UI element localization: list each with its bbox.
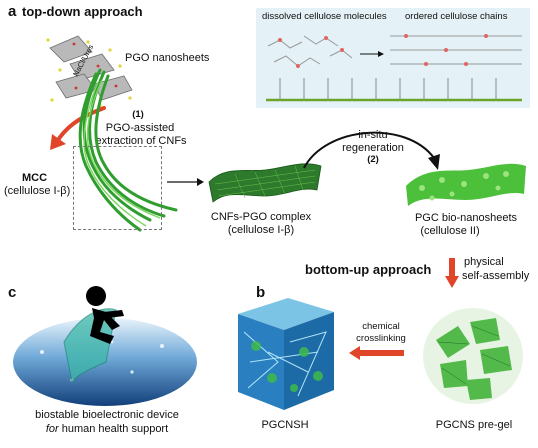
step1-number: (1) (132, 109, 144, 120)
pgc-sublabel: (cellulose II) (420, 225, 480, 237)
mcc-label: MCC (22, 172, 48, 184)
mcc-sublabel: (cellulose I-β) (4, 185, 71, 197)
step1-label-line2: extraction of CNFs (95, 135, 187, 147)
pgc-bio-nanosheets (406, 163, 526, 206)
arrow-mcc-to-complex (167, 178, 204, 186)
bottom-up-heading: bottom-up approach (305, 262, 432, 277)
panel-c-caption-line1: biostable bioelectronic device (35, 409, 179, 421)
physical-label-line1: physical (464, 256, 504, 268)
red-arrow-left (349, 346, 404, 360)
caption-rest: human health support (58, 423, 169, 435)
bioelectronic-device-scene (13, 308, 197, 406)
caption-for-italic: for (45, 423, 59, 435)
dissolved-label: dissolved cellulose molecules (262, 11, 387, 22)
cellulose-molecules-illustration (266, 34, 522, 102)
pgcns-pregel-cluster (423, 308, 523, 404)
panel-b-letter: b (256, 284, 266, 301)
cellulose-inset-panel (256, 8, 530, 108)
pregel-label: PGCNS pre-gel (435, 419, 513, 431)
regen-label-line1: in-situ (358, 129, 388, 141)
cnfs-pgo-complex-sheet (208, 163, 322, 203)
panel-c-letter: c (8, 284, 17, 301)
complex-label: CNFs-PGO complex (210, 211, 312, 223)
pgcnsh-hydrogel-cube (238, 298, 334, 410)
red-arrow-pgo-to-mcc (50, 106, 106, 150)
pgo-nanosheets-label: PGO nanosheets (125, 52, 210, 64)
ordered-label: ordered cellulose chains (405, 11, 508, 22)
human-figure-icon (86, 286, 124, 344)
step2-number: (2) (367, 154, 379, 165)
mcc-fiber-bundle (78, 68, 178, 232)
chem-label-line2: crosslinking (356, 333, 406, 344)
regen-label-line2: regeneration (342, 142, 404, 154)
panel-c-caption-line2: for human health support (2, 423, 212, 436)
chem-label-line1: chemical (362, 321, 400, 332)
pgc-label: PGC bio-nanosheets (414, 212, 518, 224)
complex-sublabel: (cellulose I-β) (227, 224, 295, 236)
physical-label-line2: self-assembly (462, 270, 530, 282)
step1-label-line1: PGO-assisted (105, 122, 175, 134)
panel-a-letter: a (8, 3, 17, 20)
pgcnsh-label: PGCNSH (261, 419, 309, 431)
regeneration-curved-arrow (303, 131, 440, 170)
red-arrow-down (445, 258, 459, 288)
pgo-nanosheets-illustration (46, 35, 133, 108)
dashed-selection-box (73, 146, 162, 230)
panel-a-heading: top-down approach (22, 4, 143, 19)
